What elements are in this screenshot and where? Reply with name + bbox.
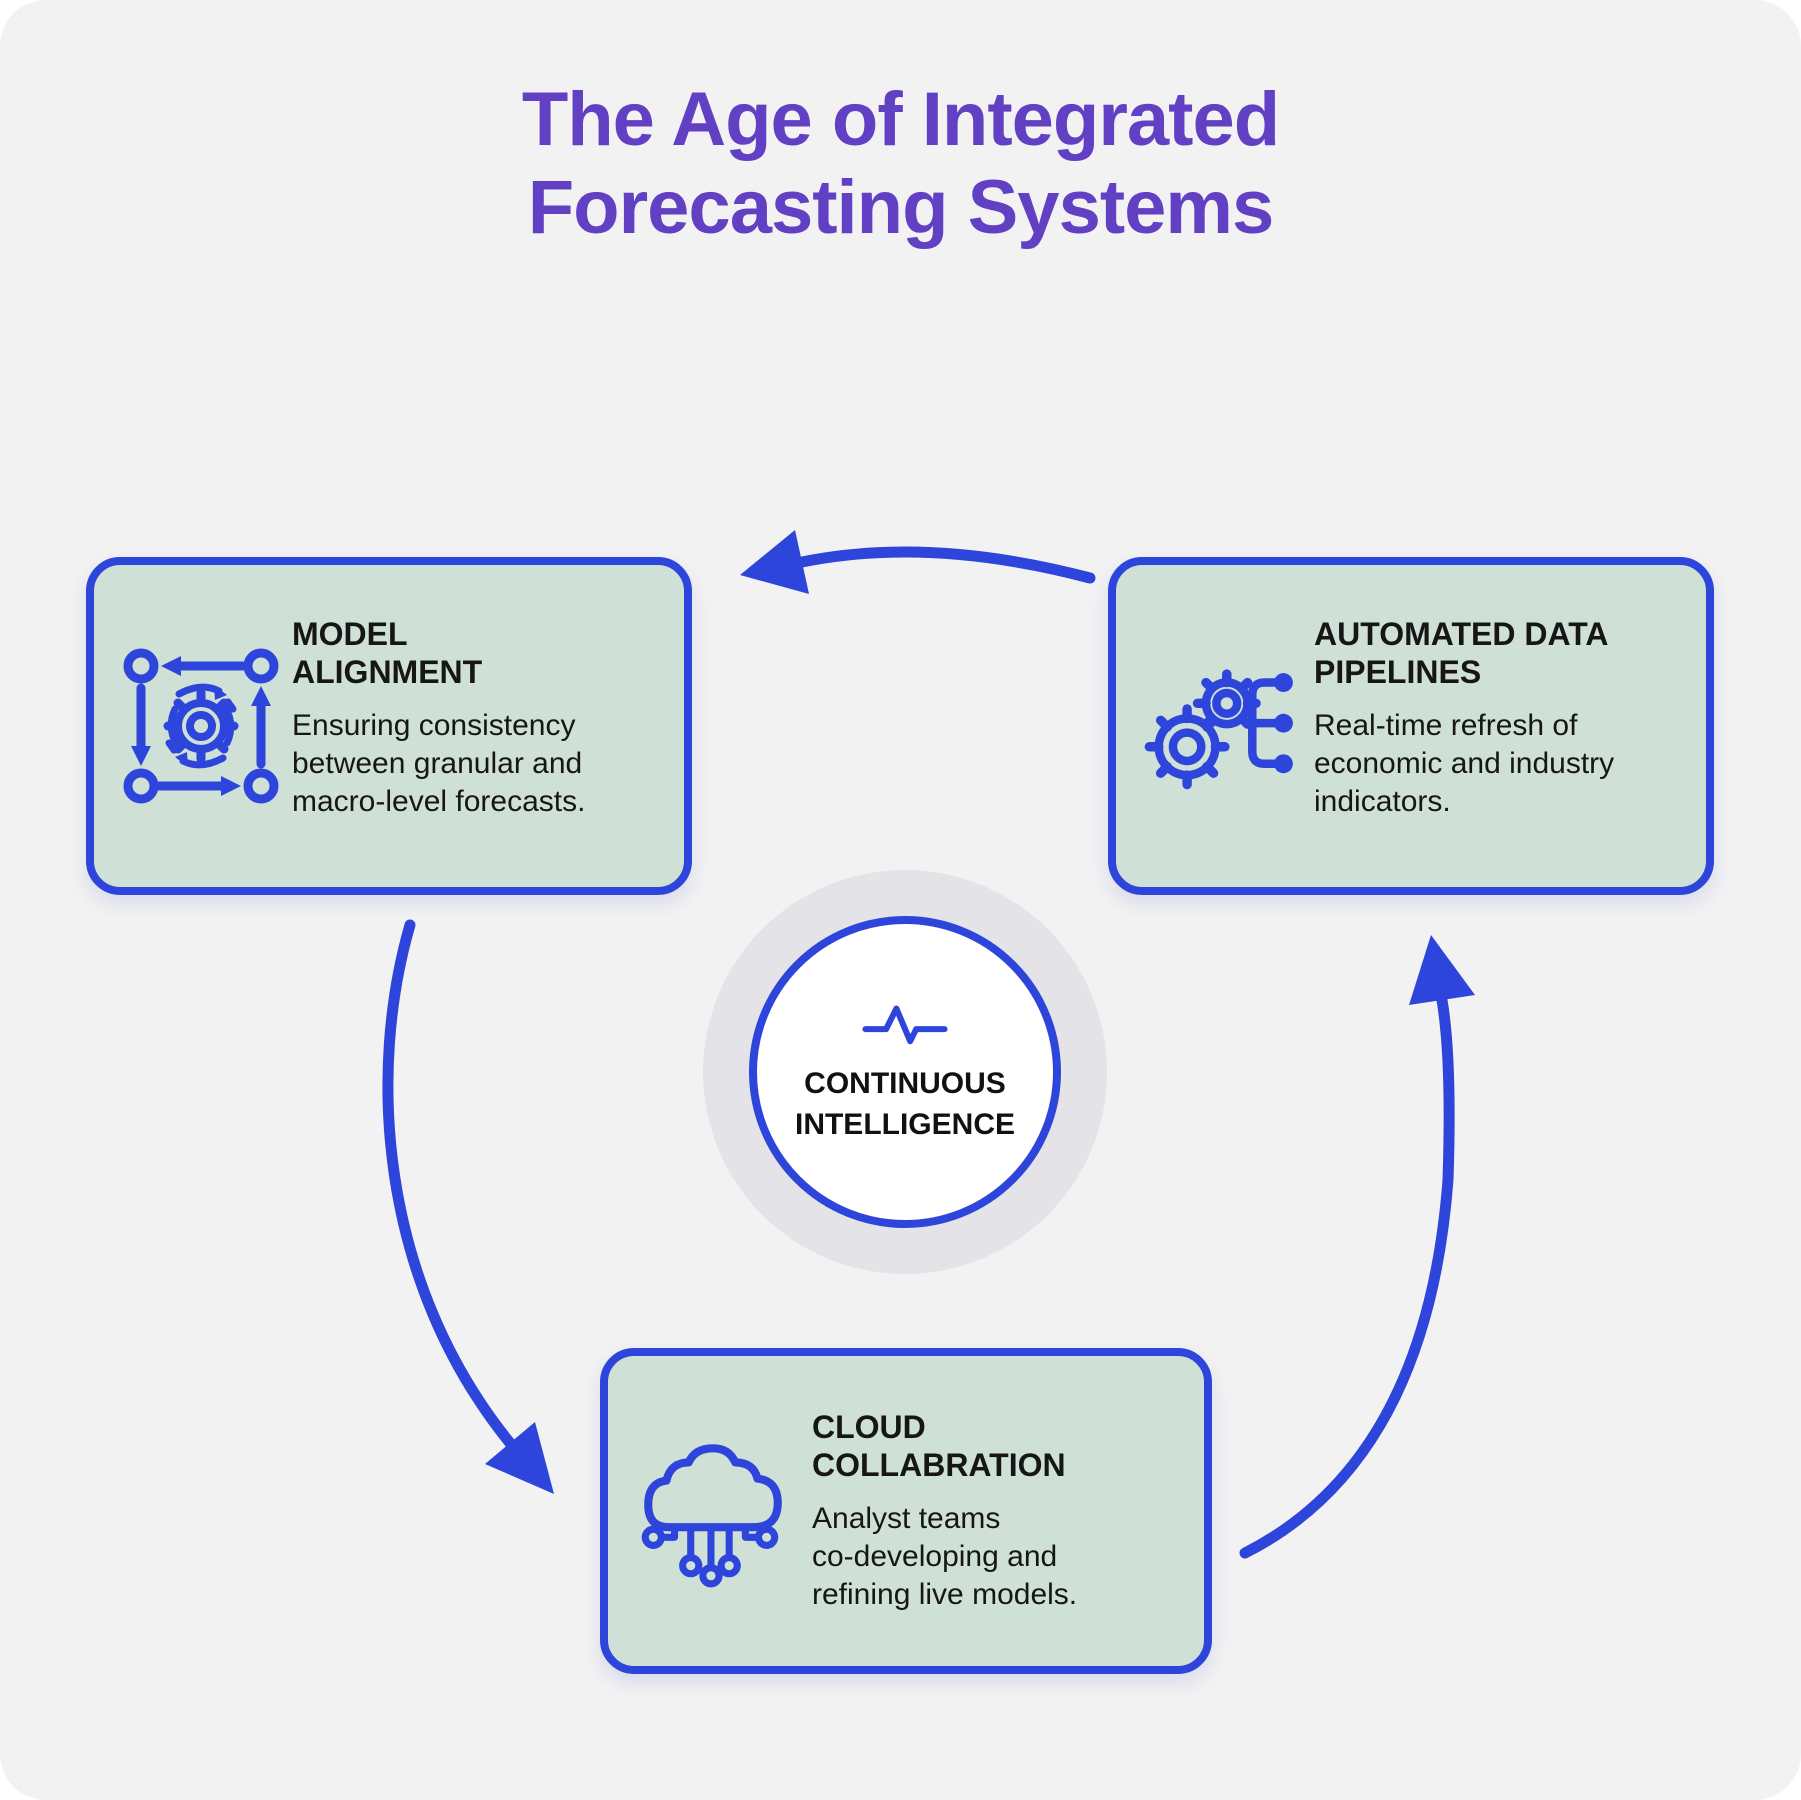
- card-heading: MODEL ALIGNMENT: [292, 616, 483, 690]
- page-title: The Age of Integrated Forecasting System…: [521, 77, 1280, 250]
- card-body: Analyst teams co-developing and refining…: [812, 1502, 1078, 1611]
- arrow-top-head: [740, 530, 809, 594]
- cloud-network-icon: [624, 1430, 804, 1592]
- card-cloud-collabration: CLOUD COLLABRATION Analyst teams co-deve…: [600, 1348, 1212, 1674]
- pulse-icon: [862, 1005, 948, 1045]
- hub-continuous-intelligence: CONTINUOUS INTELLIGENCE: [749, 916, 1061, 1228]
- model-alignment-icon: [116, 646, 286, 806]
- arrow-left-head: [485, 1422, 554, 1494]
- card-model-alignment: MODEL ALIGNMENT Ensuring consistency bet…: [86, 557, 692, 895]
- arrow-right-curve: [1239, 994, 1455, 1559]
- arrow-left-curve: [382, 919, 516, 1449]
- data-pipelines-icon: [1138, 646, 1308, 806]
- arrow-top-curve: [796, 546, 1096, 584]
- card-heading: AUTOMATED DATA PIPELINES: [1314, 616, 1609, 690]
- arrow-right-head: [1409, 935, 1475, 1005]
- card-body: Ensuring consistency between granular an…: [292, 709, 586, 818]
- card-heading: CLOUD COLLABRATION: [812, 1409, 1066, 1483]
- card-automated-data-pipelines: AUTOMATED DATA PIPELINES Real-time refre…: [1108, 557, 1714, 895]
- card-body: Real-time refresh of economic and indust…: [1314, 709, 1615, 818]
- hub-label: CONTINUOUS INTELLIGENCE: [794, 1067, 1015, 1141]
